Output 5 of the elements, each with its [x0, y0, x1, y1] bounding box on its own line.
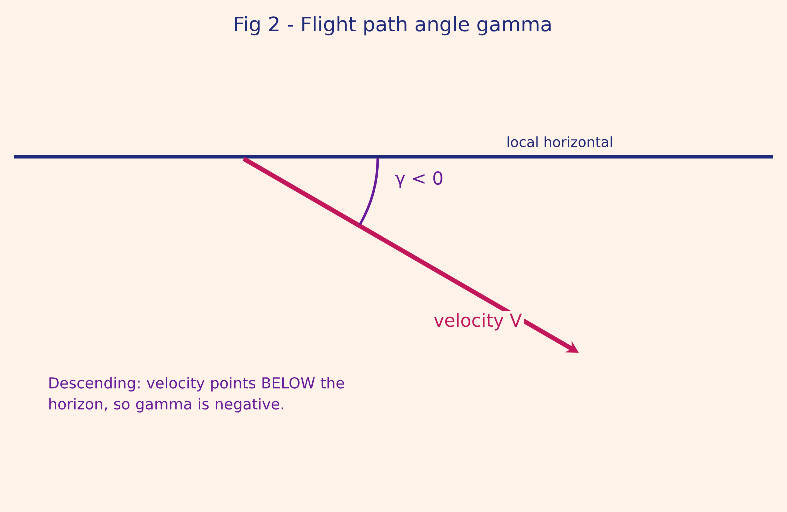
- title: Fig 2 - Flight path angle gamma: [235, 16, 551, 36]
- vector-label: velocity V: [432, 311, 524, 333]
- note-text: Descending: velocity points BELOW the horizon, so gamma is negative.: [50, 377, 344, 413]
- axis-label: local horizontal: [508, 136, 612, 148]
- angle-label: γ < 0: [396, 171, 443, 189]
